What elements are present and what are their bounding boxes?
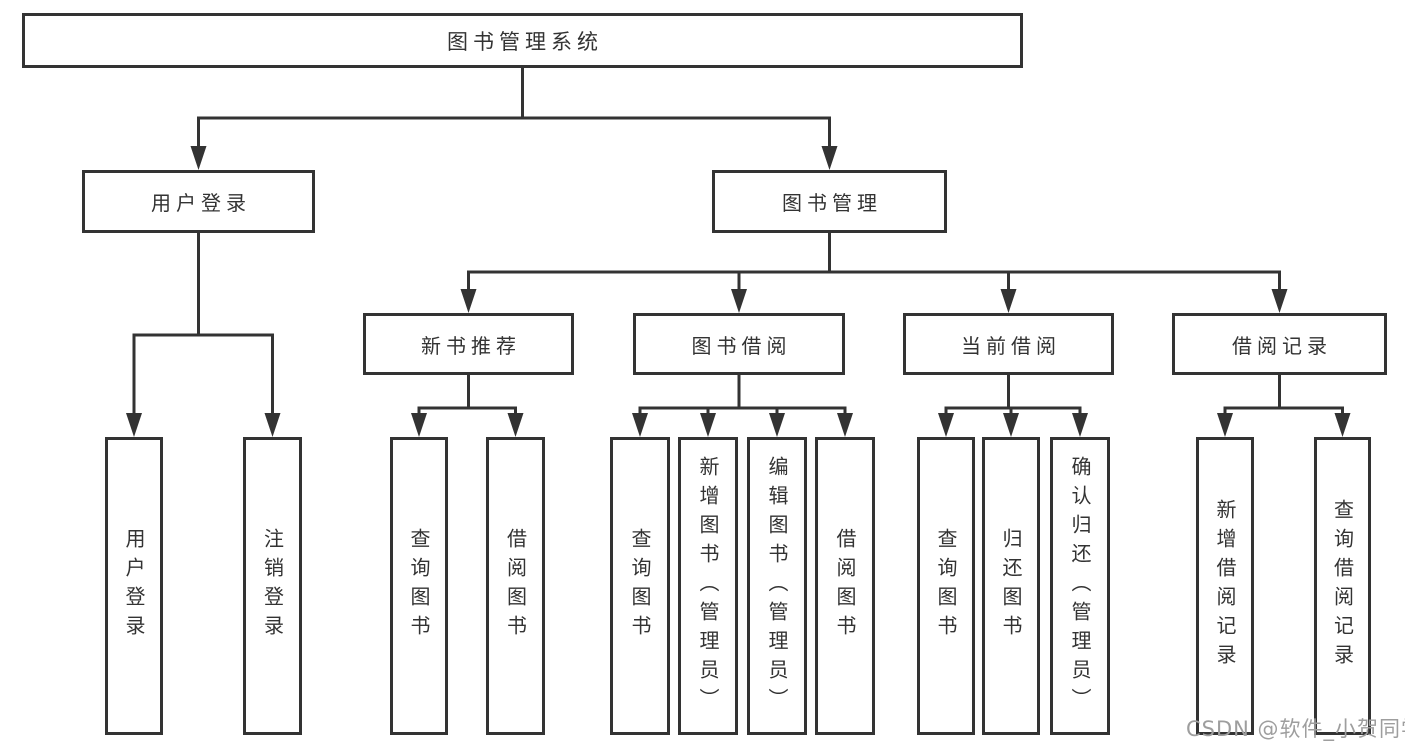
leaf-confirm-return-admin: 确认归还（管理员） [1050,437,1110,735]
leaf-add-books-admin: 新增图书（管理员） [678,437,738,735]
node-book-management: 图书管理 [712,170,947,233]
leaf-query-books-current: 查询图书 [917,437,975,735]
leaf-borrow-books: 借阅图书 [815,437,875,735]
leaf-edit-books-admin: 编辑图书（管理员） [747,437,807,735]
leaf-logout: 注销登录 [243,437,302,735]
node-current-borrowing: 当前借阅 [903,313,1114,375]
leaf-return-books: 归还图书 [982,437,1040,735]
leaf-user-login: 用户登录 [105,437,163,735]
watermark: CSDN @软件_小贺同学 [1186,717,1405,741]
node-user-login: 用户登录 [82,170,315,233]
node-new-book-recommend: 新书推荐 [363,313,574,375]
node-book-borrowing: 图书借阅 [633,313,845,375]
leaf-add-borrow-record: 新增借阅记录 [1196,437,1254,735]
leaf-query-borrow-record: 查询借阅记录 [1314,437,1371,735]
node-borrow-records: 借阅记录 [1172,313,1387,375]
leaf-borrow-books-recommend: 借阅图书 [486,437,545,735]
node-system-root: 图书管理系统 [22,13,1023,68]
leaf-query-books-borrow: 查询图书 [610,437,670,735]
leaf-query-books-recommend: 查询图书 [390,437,448,735]
